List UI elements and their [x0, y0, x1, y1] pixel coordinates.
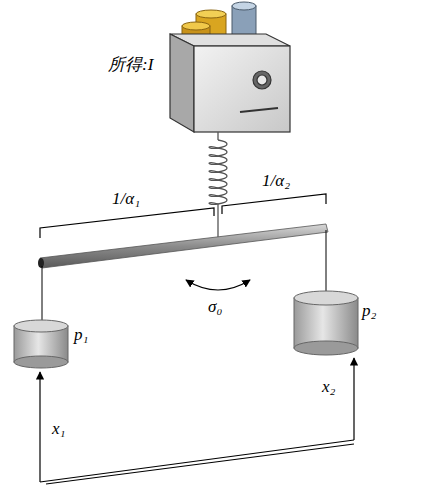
string	[42, 266, 43, 322]
weight-p1	[14, 320, 68, 368]
safe-icon	[170, 34, 290, 132]
length-bracket	[40, 194, 326, 238]
displacement	[40, 358, 354, 484]
weight-label: p₂	[362, 302, 376, 321]
weight-label: p₁	[74, 326, 88, 345]
weight-p2	[294, 291, 358, 355]
length-label: 1/α₂	[262, 172, 290, 191]
balance-beam	[40, 224, 328, 268]
income-label: 所得:I	[108, 56, 153, 75]
spring	[209, 132, 227, 244]
beam-end	[38, 258, 44, 268]
torque-label: σ₀	[208, 298, 222, 317]
displacement-label: x₁	[52, 420, 65, 439]
length-label: 1/α₁	[112, 190, 140, 209]
rotation-arrow	[186, 280, 250, 290]
displacement-label: x₂	[322, 378, 335, 397]
string	[326, 230, 327, 292]
